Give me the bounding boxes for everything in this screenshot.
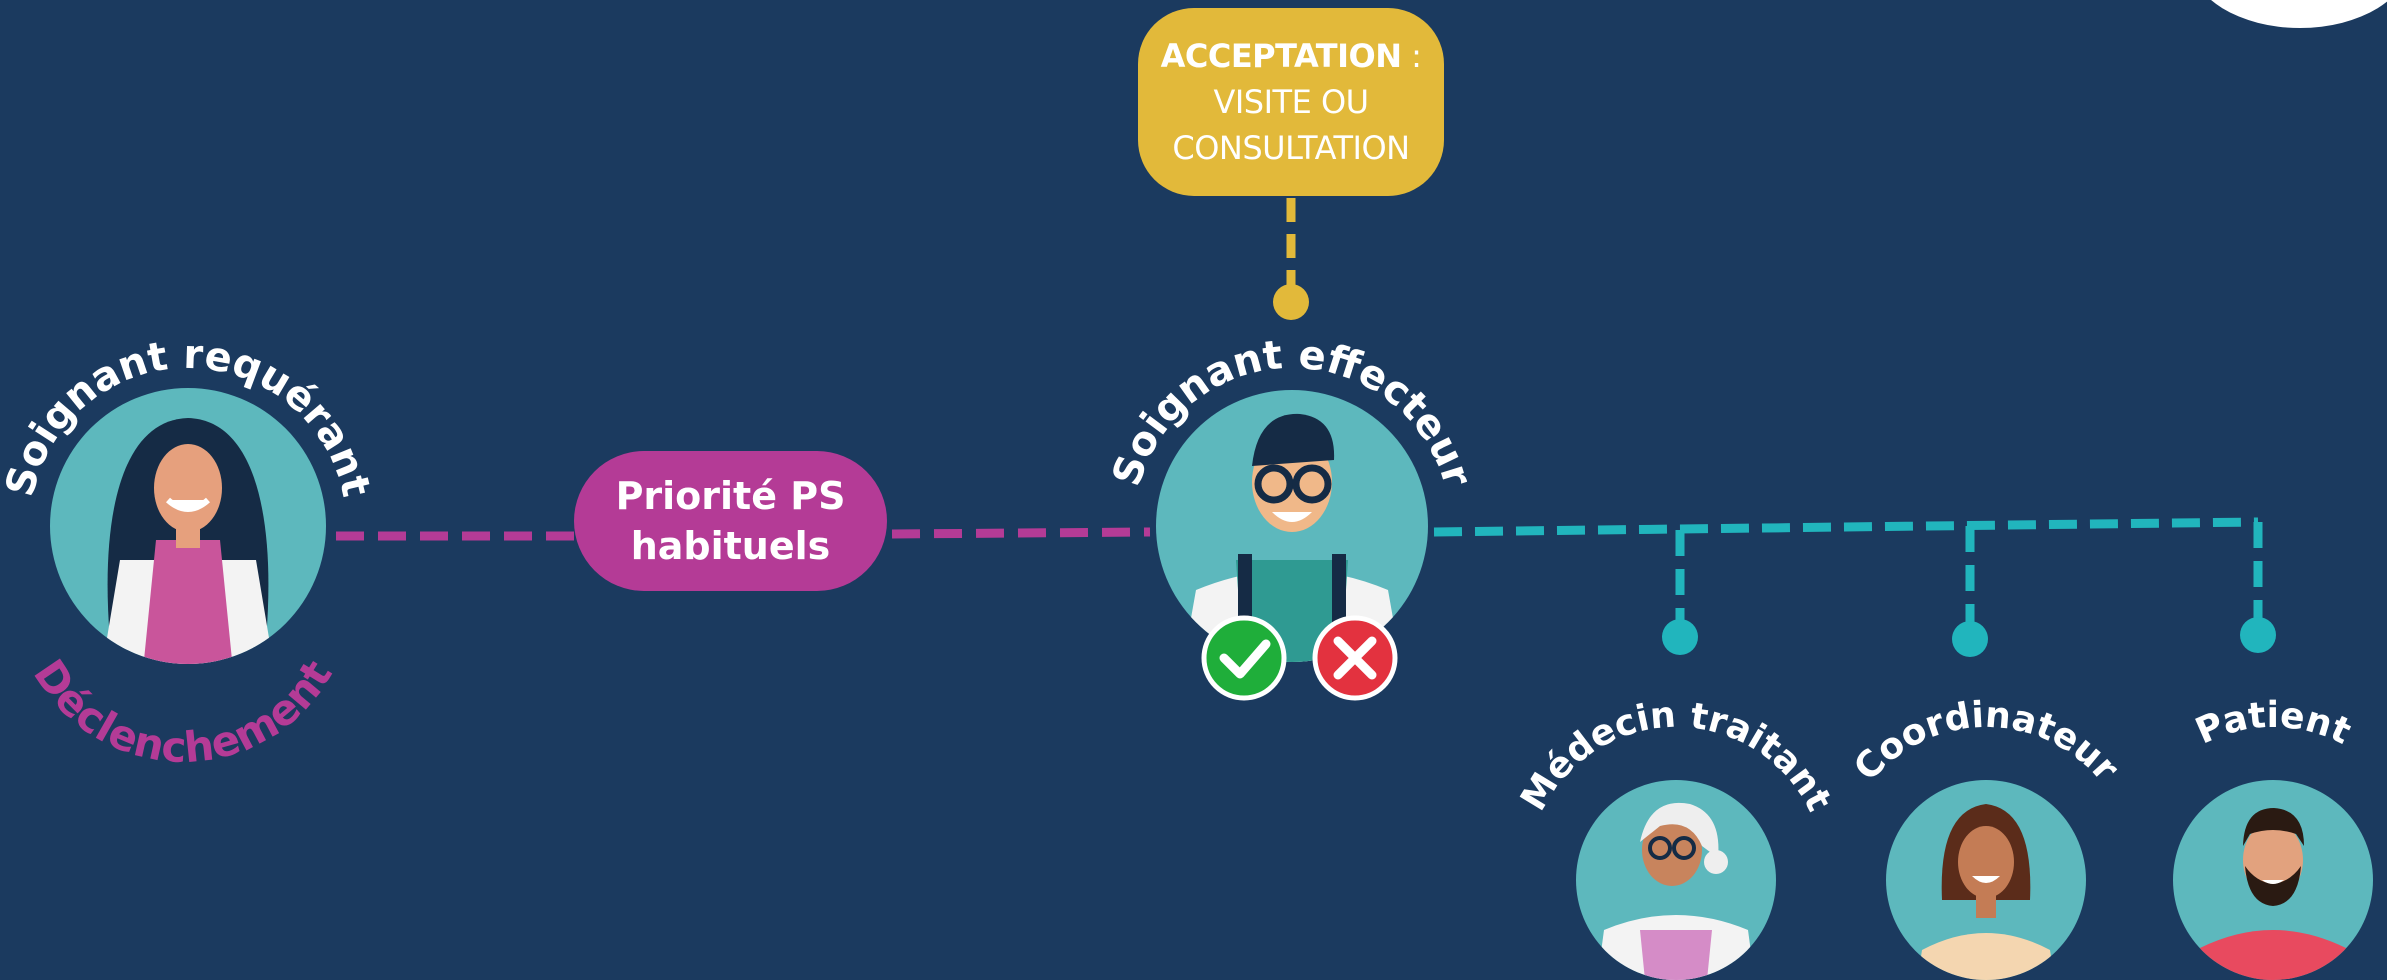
priorite-line-2: habituels (630, 524, 831, 568)
cross-icon (1312, 615, 1398, 701)
node-label-patient: Patient (2190, 695, 2357, 753)
acceptation-line-2: VISITE OU (1213, 83, 1369, 121)
check-icon (1201, 615, 1287, 701)
acceptation-box: ACCEPTATION : VISITE OU CONSULTATION (1138, 8, 1444, 196)
corner-decoration (2211, 0, 2387, 28)
avatar-doctor-elderly-icon (1596, 802, 1756, 980)
acceptation-line-3: CONSULTATION (1172, 129, 1410, 167)
acceptation-title-suffix: : (1401, 37, 1422, 75)
connector-effecteur-recipients (1433, 517, 2276, 657)
priorite-line-1: Priorité PS (615, 474, 846, 518)
node-patient: Patient (2173, 695, 2373, 980)
node-medecin-traitant: Médecin traitant (1513, 695, 1839, 980)
connector-dot-acceptation (1273, 284, 1309, 320)
acceptation-title-line: ACCEPTATION : (1161, 33, 1422, 79)
node-soignant-requerant: Soignant requérant Déclenchement (0, 332, 379, 773)
node-label-coordinateur: Coordinateur (1846, 695, 2126, 790)
acceptation-title: ACCEPTATION (1160, 37, 1402, 75)
avatar-woman-icon (100, 418, 276, 664)
node-sublabel-declenchement: Déclenchement (24, 651, 342, 773)
node-soignant-effecteur: Soignant effecteur (1104, 332, 1480, 701)
priorite-box: Priorité PS habituels (574, 451, 887, 591)
node-coordinateur: Coordinateur (1846, 695, 2126, 980)
connector-priorite-effecteur (891, 527, 1151, 539)
